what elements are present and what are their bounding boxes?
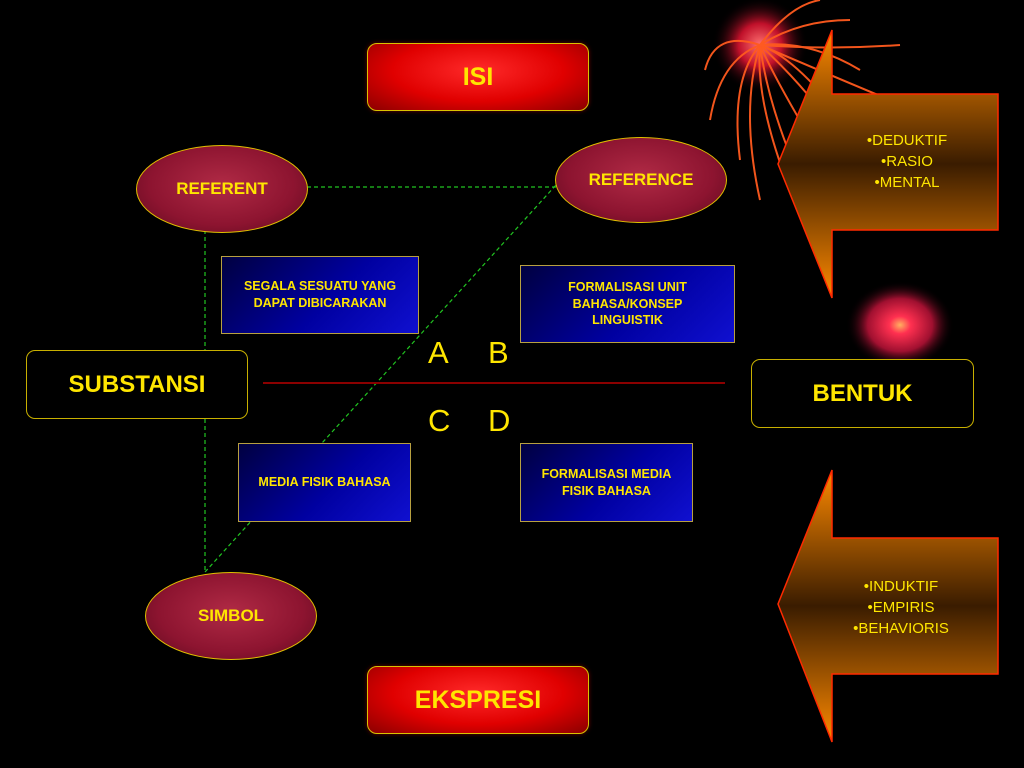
- list-item: MENTAL: [832, 172, 982, 193]
- top-arrow-list: DEDUKTIF RASIO MENTAL: [832, 130, 982, 193]
- ekspresi-box: EKSPRESI: [367, 666, 589, 734]
- media-fisik-box: MEDIA FISIK BAHASA: [238, 443, 411, 522]
- substansi-box: SUBSTANSI: [26, 350, 248, 419]
- segala-sesuatu-box: SEGALA SESUATU YANG DAPAT DIBICARAKAN: [221, 256, 419, 334]
- isi-box: ISI: [367, 43, 589, 111]
- formalisasi-unit-box: FORMALISASI UNIT BAHASA/KONSEP LINGUISTI…: [520, 265, 735, 343]
- reference-ellipse: REFERENCE: [555, 137, 727, 223]
- media-fisik-text: MEDIA FISIK BAHASA: [258, 475, 391, 490]
- referent-ellipse: REFERENT: [136, 145, 308, 233]
- letter-b: B: [488, 335, 509, 370]
- list-item: INDUKTIF: [826, 576, 976, 597]
- simbol-label: SIMBOL: [197, 606, 265, 625]
- isi-label: ISI: [462, 62, 494, 91]
- list-item: RASIO: [832, 151, 982, 172]
- reference-label: REFERENCE: [588, 170, 694, 189]
- segala-sesuatu-text: SEGALA SESUATU YANG DAPAT DIBICARAKAN: [243, 279, 397, 310]
- glow-orb-decoration: [846, 281, 954, 369]
- letter-d: D: [488, 403, 511, 438]
- letter-c: C: [428, 403, 451, 438]
- list-item: BEHAVIORIS: [826, 618, 976, 639]
- bentuk-label: BENTUK: [812, 379, 913, 407]
- simbol-ellipse: SIMBOL: [145, 572, 317, 660]
- formalisasi-unit-text: FORMALISASI UNIT BAHASA/KONSEP LINGUISTI…: [568, 279, 687, 328]
- list-item: DEDUKTIF: [832, 130, 982, 151]
- list-item: EMPIRIS: [826, 597, 976, 618]
- formalisasi-media-text: FORMALISASI MEDIA FISIK BAHASA: [541, 466, 672, 498]
- letter-a: A: [428, 335, 449, 370]
- substansi-label: SUBSTANSI: [68, 370, 206, 398]
- bentuk-box: BENTUK: [751, 359, 974, 428]
- referent-label: REFERENT: [176, 179, 268, 198]
- ekspresi-label: EKSPRESI: [414, 685, 542, 714]
- bottom-arrow-list: INDUKTIF EMPIRIS BEHAVIORIS: [826, 576, 976, 639]
- formalisasi-media-box: FORMALISASI MEDIA FISIK BAHASA: [520, 443, 693, 522]
